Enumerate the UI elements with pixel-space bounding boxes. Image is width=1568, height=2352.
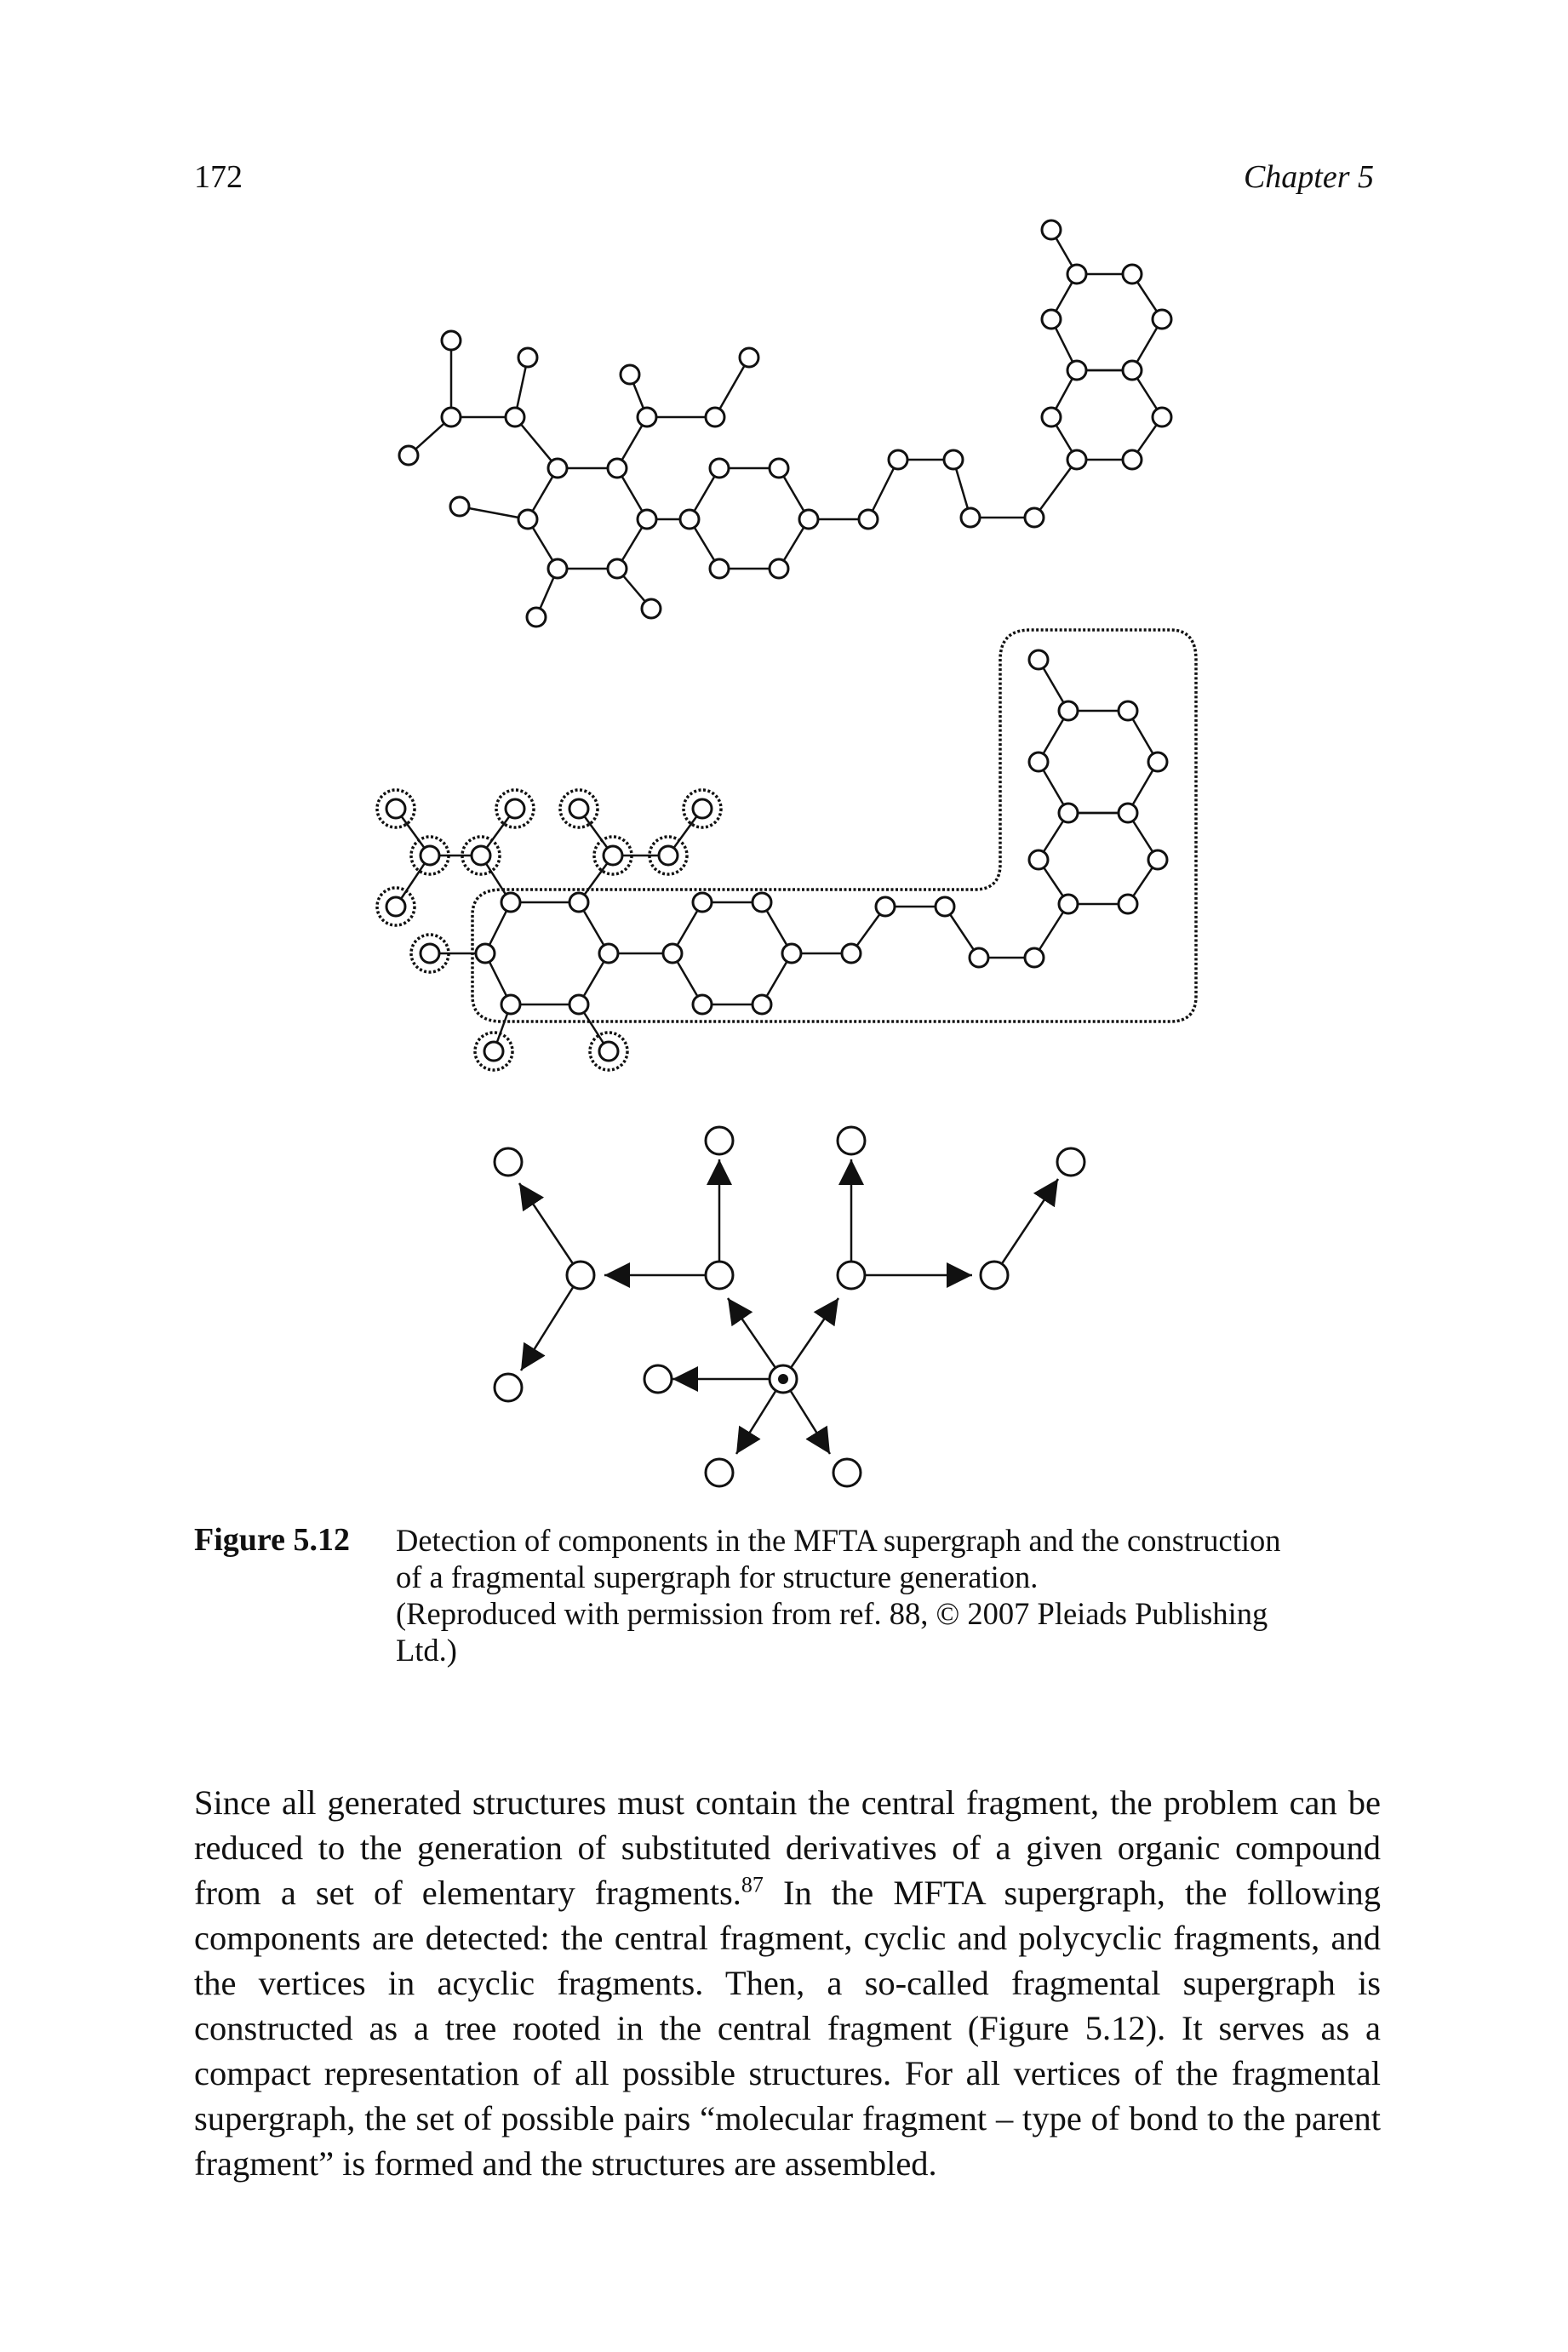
mfta-supergraph	[398, 219, 1173, 628]
caption-line: (Reproduced with permission from ref. 88…	[396, 1596, 1268, 1631]
caption-text: Detection of components in the MFTA supe…	[396, 1522, 1381, 1668]
figure-5-12-diagram	[375, 219, 1198, 1488]
body-text-part-2: In the MFTA supergraph, the following co…	[194, 1873, 1382, 2183]
body-text-part-1: Since all generated structures must cont…	[194, 1783, 1381, 1912]
body-paragraph: Since all generated structures must cont…	[194, 1780, 1381, 2186]
caption-line: of a fragmental supergraph for structure…	[396, 1559, 1039, 1594]
page-number: 172	[194, 159, 243, 195]
chapter-title: Chapter 5	[1243, 159, 1374, 195]
caption-line: Ltd.)	[396, 1633, 457, 1668]
reference-superscript: 87	[741, 1872, 764, 1897]
root-marker	[778, 1374, 788, 1384]
figure-label: Figure 5.12	[194, 1522, 350, 1558]
caption-line: Detection of components in the MFTA supe…	[396, 1523, 1281, 1558]
detected-components	[375, 628, 1198, 1072]
fragmental-supergraph-tree	[493, 1125, 1086, 1488]
